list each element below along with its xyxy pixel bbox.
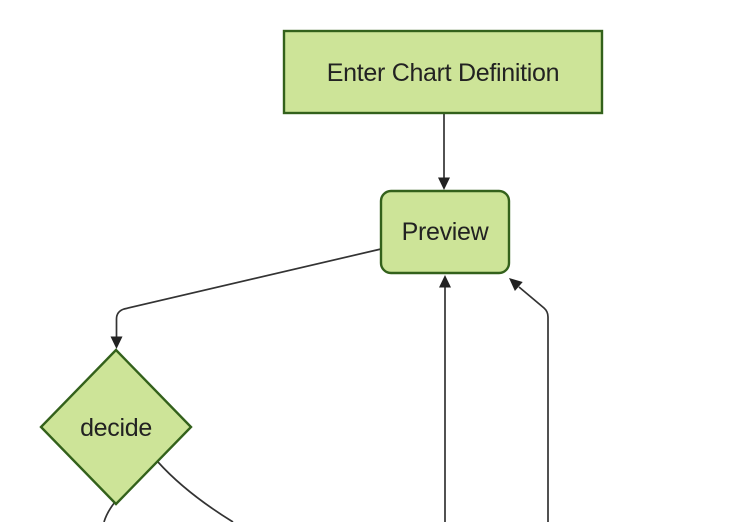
arrowhead-down-icon: [438, 177, 450, 190]
arrowhead-down-icon: [110, 336, 123, 349]
edge-decide-to-offscreen-bottom-right: [157, 461, 234, 522]
node-label: Preview: [402, 218, 490, 246]
arrowhead-up-left-icon: [509, 278, 523, 291]
diamond-shape: [39, 348, 193, 506]
edge-line: [157, 461, 234, 522]
arrowhead-up-icon: [439, 275, 451, 288]
node-enter-chart-definition: Enter Chart Definition: [282, 29, 604, 115]
node-decide: decide: [39, 348, 193, 506]
edge-line: [518, 286, 549, 522]
rectangle-shape: [282, 29, 604, 115]
edge-line: [115, 248, 382, 338]
edge-preview-to-decide: [110, 248, 382, 349]
rounded-rectangle-shape: [379, 189, 511, 275]
node-preview: Preview: [379, 189, 511, 275]
edge-line: [103, 501, 116, 522]
edge-offscreen-to-preview-bottom: [439, 275, 451, 522]
edge-decide-to-offscreen-bottom-left: [103, 501, 116, 522]
edge-offscreen-to-preview-corner: [509, 278, 549, 522]
node-label: decide: [80, 414, 152, 442]
node-label: Enter Chart Definition: [327, 59, 559, 87]
edge-enter-chart-definition-to-preview: [438, 113, 450, 190]
